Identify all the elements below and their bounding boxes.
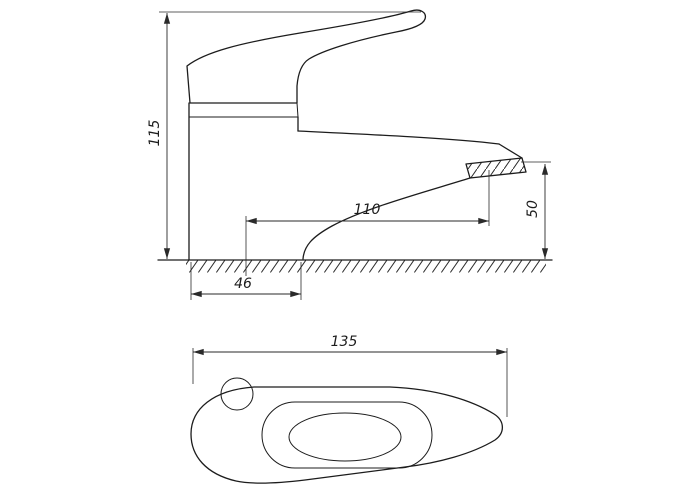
handle-lever-outline (186, 9, 427, 104)
dim-label-reach: 110 (354, 202, 381, 218)
dimensions-top-view: 135 (192, 334, 508, 417)
spout-underside-curve (302, 177, 471, 260)
faucet-side-view (157, 9, 553, 273)
aerator-outline (465, 157, 527, 179)
dim-label-base-width: 46 (234, 276, 252, 292)
dim-label-height: 115 (147, 120, 163, 147)
top-view-inner-ellipse (288, 412, 402, 462)
spout-tip-face (498, 143, 523, 159)
ground-hatching (186, 260, 546, 273)
faucet-top-view (190, 377, 504, 484)
handle-base-connector (296, 102, 299, 118)
dim-label-length: 135 (331, 334, 358, 350)
top-view-inner-stadium (261, 401, 433, 469)
top-view-pivot-circle (220, 377, 254, 411)
dim-label-outlet-height: 50 (525, 200, 541, 218)
dimensions-side-view: 115 110 50 46 (147, 11, 551, 300)
top-view-outer-contour (190, 386, 504, 484)
spout-top-edge (297, 130, 500, 145)
